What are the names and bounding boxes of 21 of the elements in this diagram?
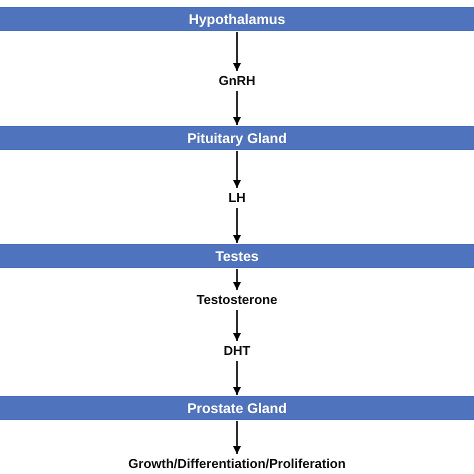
organ-band bbox=[0, 244, 474, 268]
arrow bbox=[233, 91, 241, 125]
hormone-label: Growth/Differentiation/Proliferation bbox=[128, 455, 346, 473]
arrow bbox=[233, 32, 241, 71]
hormone-label: Testosterone bbox=[196, 291, 278, 309]
arrow bbox=[233, 269, 241, 290]
hormone-label: DHT bbox=[224, 342, 250, 360]
arrow bbox=[233, 421, 241, 454]
band-title: Testes bbox=[215, 248, 259, 264]
band-title: Pituitary Gland bbox=[187, 130, 287, 146]
hormone-label: LH bbox=[228, 189, 246, 207]
organ-band bbox=[0, 7, 474, 31]
arrow bbox=[233, 310, 241, 341]
organ-band bbox=[0, 126, 474, 150]
organ-band bbox=[0, 396, 474, 420]
arrow bbox=[233, 208, 241, 243]
hormone-label: GnRH bbox=[218, 72, 256, 90]
arrow bbox=[233, 361, 241, 395]
band-title: Prostate Gland bbox=[187, 400, 287, 416]
band-title: Hypothalamus bbox=[188, 11, 286, 27]
arrow bbox=[233, 151, 241, 188]
